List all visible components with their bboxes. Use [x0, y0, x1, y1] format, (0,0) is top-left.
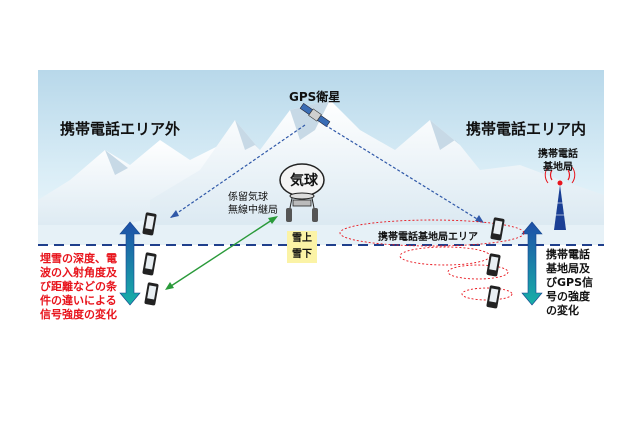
- gps-signal-right: [324, 124, 483, 223]
- gps-satellite-label: GPS衛星: [289, 90, 341, 104]
- gps-signal-left: [169, 124, 306, 219]
- base-station-tower-icon: [544, 166, 576, 230]
- balloon-icon: [279, 163, 325, 222]
- balloon-label: 気球: [290, 173, 318, 189]
- right-strength-arrow: [521, 221, 543, 306]
- base-station-area-label: 携帯電話基地局エリア: [378, 232, 478, 243]
- relay-link-line: [167, 217, 276, 289]
- inside-area-title: 携帯電話エリア内: [466, 120, 587, 138]
- left-signal-note: 埋雪の深度、電波の入射角度及び距離などの条件の違いによる信号強度の変化: [40, 252, 117, 321]
- relay-station-caption: 係留気球 無線中継局: [228, 192, 278, 216]
- gps-satellite-icon: [299, 102, 331, 128]
- phone-icons-right: [486, 217, 505, 309]
- right-signal-note: 携帯電話 基地局及 びGPS信 号の強度 の変化: [546, 248, 594, 317]
- outside-area-title: 携帯電話エリア外: [60, 120, 181, 138]
- phone-icons-left: [142, 212, 159, 306]
- base-station-label: 携帯電話 基地局: [538, 149, 578, 173]
- mountain-range: [38, 100, 604, 245]
- left-strength-arrow: [119, 221, 141, 306]
- snow-above-badge: 雪上: [287, 231, 317, 247]
- snow-below-badge: 雪下: [287, 247, 317, 263]
